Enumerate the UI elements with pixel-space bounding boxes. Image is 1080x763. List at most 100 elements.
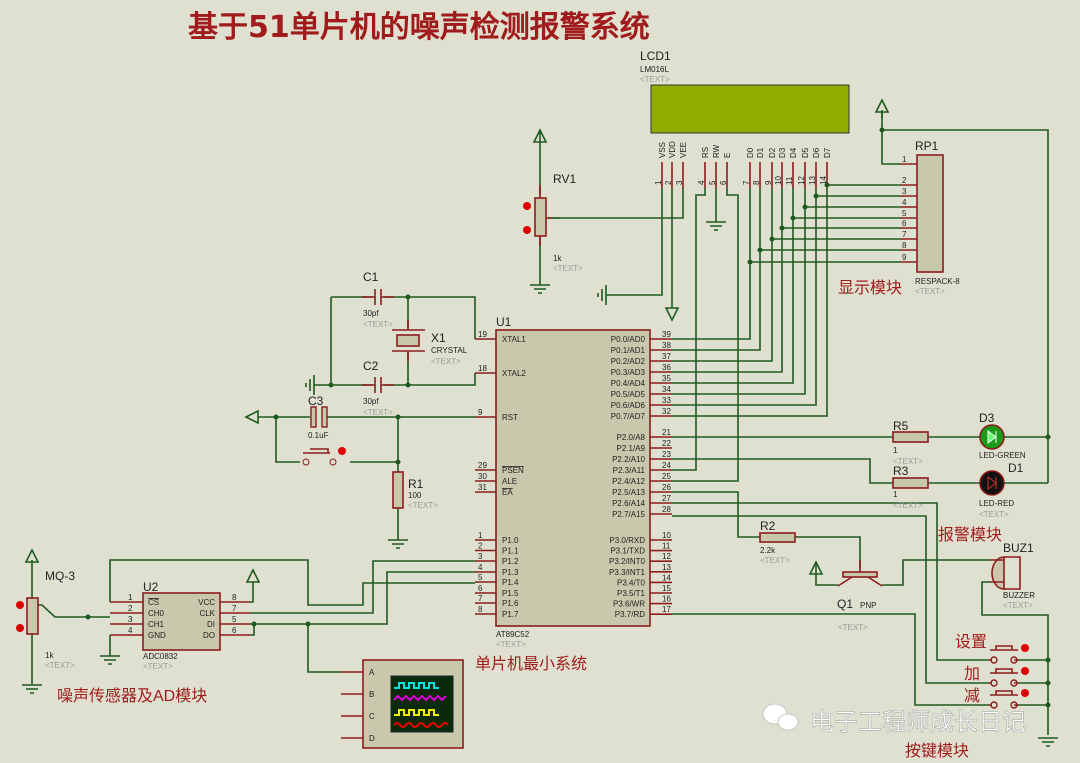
rp1-pin-number: 5 (902, 209, 907, 218)
u2-pin-number: 7 (232, 604, 237, 613)
potentiometer-rv1[interactable]: RV1 1k <TEXT> (523, 172, 583, 273)
u2-pin-label: CH0 (148, 609, 165, 618)
vcc-arrow-icon (874, 98, 890, 118)
push-button-set[interactable] (988, 644, 1029, 664)
page-title: 基于51单片机的噪声检测报警系统 (188, 10, 650, 45)
key-indicator-icon (1021, 644, 1029, 652)
lcd-pin-number: 10 (774, 176, 783, 185)
resistor-r1[interactable]: R1 100 <TEXT> (392, 471, 438, 510)
u1-pin-number: 5 (478, 573, 483, 582)
u1-pin-label: P1.0 (502, 536, 519, 545)
d1-ref: D1 (1008, 461, 1024, 475)
lcd-pin-number: 9 (764, 180, 773, 185)
u1-pin-label: P2.3/A11 (613, 466, 646, 475)
c2-value: 30pf (363, 397, 379, 406)
junctions (85, 127, 1051, 708)
u2-ref: U2 (143, 580, 159, 594)
d1-text: <TEXT> (979, 510, 1009, 519)
lcd-pin-label: D7 (823, 147, 832, 158)
rp1-pin-number: 2 (902, 176, 907, 185)
u1-pin-label: P1.7 (502, 610, 519, 619)
led-d1-red[interactable]: D1 LED-RED <TEXT> (979, 461, 1024, 519)
power-symbols (22, 98, 1058, 747)
u1-pin-number: 14 (662, 573, 671, 582)
junction-dot (305, 621, 311, 627)
x1-ref: X1 (431, 331, 446, 345)
capacitor-c2[interactable]: C2 30pf <TEXT> (362, 359, 394, 417)
r1-ref: R1 (408, 477, 424, 491)
u1-pin-number: 37 (662, 352, 671, 361)
junction-dot (790, 215, 796, 221)
r2-ref: R2 (760, 519, 776, 533)
crystal-x1[interactable]: X1 CRYSTAL <TEXT> (392, 320, 468, 366)
sensor-mq3[interactable]: MQ-3 1k <TEXT> (16, 569, 75, 670)
u1-pin-label: P3.1/TXD (610, 547, 645, 556)
ground-icon (706, 221, 726, 231)
reset-button[interactable] (302, 447, 346, 466)
u2-pin-number: 3 (128, 615, 133, 624)
u1-pin-number: 38 (662, 341, 671, 350)
data-bus-wire (672, 188, 751, 340)
u1-pin-label: P3.7/RD (615, 610, 645, 619)
resistor-r3[interactable]: R3 1 <TEXT> (892, 464, 929, 510)
u1-pin-number: 31 (478, 483, 487, 492)
rp1-pin-number: 1 (902, 155, 907, 164)
u1-pin-number: 35 (662, 374, 671, 383)
capacitor-c3[interactable]: C3 0.1uF (308, 394, 329, 440)
u1-pin-number: 39 (662, 330, 671, 339)
u2-pin-label: CS (148, 598, 159, 607)
r5-text: <TEXT> (893, 457, 923, 466)
q1-ref: Q1 (837, 597, 853, 611)
data-bus-wire (672, 188, 806, 395)
lcd-pin-number: 14 (819, 176, 828, 185)
lcd-text: <TEXT> (640, 75, 670, 84)
transistor-q1[interactable]: Q1 PNP <TEXT> (837, 560, 883, 632)
u1-pin-label: P0.1/AD1 (611, 346, 646, 355)
rp1-ref: RP1 (915, 139, 939, 153)
resistor-r5[interactable]: R5 1 <TEXT> (892, 419, 929, 466)
u1-pin-number: 12 (662, 552, 671, 561)
watermark: 电子工程师成长日记 (762, 703, 1026, 736)
lcd-ref: LCD1 (640, 49, 671, 63)
lcd-part: LM016L (640, 65, 669, 74)
lcd-pin-number: 11 (785, 176, 794, 185)
led-d3-green[interactable]: D3 LED-GREEN (979, 411, 1026, 460)
junction-dot (769, 236, 775, 242)
q1-type: PNP (860, 601, 876, 610)
push-button-add[interactable] (988, 667, 1029, 687)
rp1-part: RESPACK-8 (915, 277, 960, 286)
label-key-sub: 减 (964, 687, 980, 705)
d3-ref: D3 (979, 411, 995, 425)
rp1-pin-number: 4 (902, 198, 907, 207)
u1-pin-label: P3.6/WR (613, 600, 645, 609)
u1-pin-number: 9 (478, 408, 483, 417)
junction-dot (779, 225, 785, 231)
junction-dot (395, 459, 401, 465)
mcu-u1[interactable]: U1 19XTAL118XTAL29RST29PSEN30ALE31EA1P1.… (475, 315, 672, 649)
junction-dot (802, 204, 808, 210)
junction-dot (273, 414, 279, 420)
capacitor-c1[interactable]: C1 30pf <TEXT> (362, 270, 394, 329)
u2-pin-number: 2 (128, 604, 133, 613)
push-button-sub[interactable] (988, 689, 1029, 709)
label-key-set: 设置 (955, 633, 987, 651)
lcd-lm016l[interactable]: LCD1 LM016L <TEXT> VSS1VDD2VEE3RS4RW5E6D… (640, 49, 850, 188)
u2-pin-number: 4 (128, 626, 133, 635)
resistor-r2[interactable]: R2 2.2k <TEXT> (759, 519, 796, 565)
u1-ref: U1 (496, 315, 512, 329)
c1-ref: C1 (363, 270, 379, 284)
buzzer-buz1[interactable]: BUZ1 BUZZER <TEXT> (990, 541, 1035, 610)
u1-pin-number: 11 (662, 542, 671, 551)
u1-pin-number: 23 (662, 450, 671, 459)
u1-pin-number: 2 (478, 542, 483, 551)
u1-pin-label: P2.5/A13 (612, 488, 645, 497)
u1-pin-label: P3.0/RXD (609, 536, 645, 545)
data-bus-wire (672, 188, 773, 362)
u1-pin-number: 16 (662, 595, 671, 604)
r5-ref: R5 (893, 419, 909, 433)
u1-pin-label: EA (502, 488, 513, 497)
